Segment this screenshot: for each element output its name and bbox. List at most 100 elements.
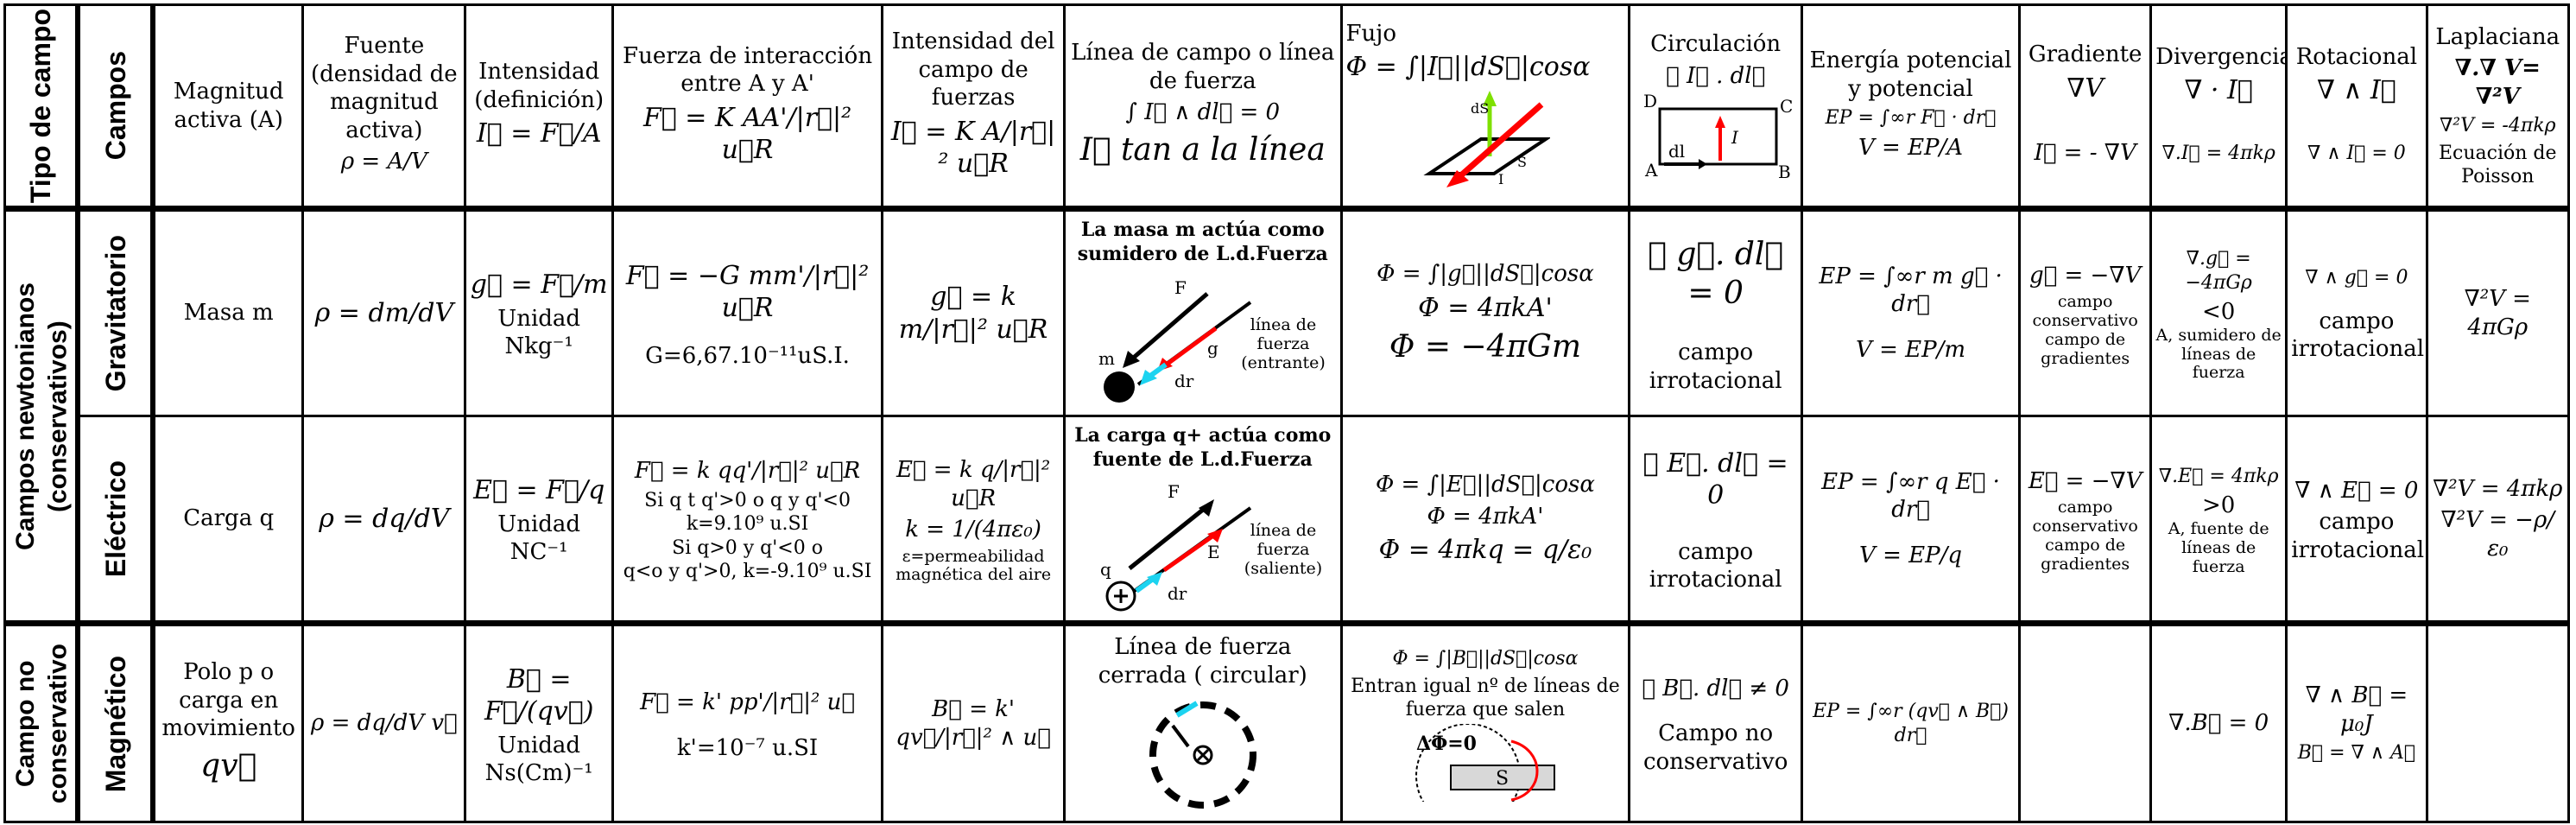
elec-laplaciana: ∇²V = 4πkρ∇²V = −ρ/ε₀: [2425, 415, 2571, 627]
grav-int-campo: g⃗ = k m/|r⃗|² u⃗R: [881, 207, 1066, 418]
mag-gradiente: [2018, 622, 2153, 824]
header-row: Tipo de campo Campos Magnitud activa (A)…: [3, 3, 2571, 213]
grav-linea: La masa m actúa como sumidero de L.d.Fue…: [1063, 207, 1343, 418]
i-label: I: [1498, 171, 1503, 187]
grav-laplaciana: ∇²V = 4πGρ: [2425, 207, 2571, 418]
force-arrowhead: [1198, 499, 1214, 517]
e-arrowhead: [1206, 529, 1223, 543]
header-rotacional: Rotacional∇ ∧ I⃗∇ ∧ I⃗ = 0: [2285, 3, 2428, 213]
mag-intensidad: B⃗ = F⃗/(qv⃗)Unidad Ns(Cm)⁻¹: [464, 622, 614, 824]
point-d: D: [1643, 93, 1657, 111]
row-gravitatorio: Campos newtonianos (conservativos) Gravi…: [3, 207, 2571, 627]
dl-label: dl: [1668, 141, 1685, 162]
cross-b: [1196, 749, 1209, 762]
mag-energia: EP = ∫∞r (qv⃗ ∧ B⃗) dr⃗: [1800, 622, 2022, 824]
point-c: C: [1780, 96, 1793, 117]
grav-fuente: ρ = dm/dV: [301, 207, 467, 418]
ds-arrowhead: [1482, 90, 1497, 106]
header-intensidad: Intensidad (definición)I⃗ = F⃗/A: [464, 3, 614, 213]
e-label: E: [1207, 542, 1220, 562]
delta-phi: ΔΦ=0: [1416, 733, 1477, 755]
circulation-diagram: A B C D dl I: [1643, 93, 1793, 180]
flux-diagram: dS S I: [1423, 90, 1550, 187]
q-label: q: [1100, 559, 1111, 580]
mag-laplaciana: [2425, 622, 2571, 824]
dr-arrowhead: [1146, 572, 1162, 587]
dr-arrowhead: [1139, 370, 1157, 386]
header-campos: Campos: [76, 3, 156, 213]
force-arrow: [1128, 505, 1209, 571]
dr-label: dr: [1174, 371, 1194, 391]
force-arrow: [1128, 292, 1209, 364]
mag-fuerza: F⃗ = k' pp'/|r⃗|² u⃗k'=10⁻⁷ u.SI: [611, 622, 884, 824]
ds-label: dS: [1471, 100, 1489, 117]
physics-fields-table: Tipo de campo Campos Magnitud activa (A)…: [3, 3, 2571, 824]
flux-arrow: [1453, 101, 1544, 183]
elec-magnitud: Carga q: [151, 415, 305, 627]
header-fuente: Fuente (densidad de magnitud activa)ρ = …: [301, 3, 467, 213]
elec-fuente: ρ = dq/dV: [301, 415, 467, 627]
mag-flujo: Φ = ∫|B⃗||dS⃗|cosα Entran igual nº de lí…: [1339, 622, 1631, 824]
dr-label: dr: [1168, 583, 1187, 604]
header-flujo: Fujo Φ = ∫|I⃗||dS⃗|cosα dS S I: [1339, 3, 1631, 213]
point-b: B: [1778, 162, 1791, 180]
mag-field-diagram: [1149, 701, 1256, 809]
mag-fuente: ρ = dq/dV v⃗: [301, 622, 467, 824]
header-circulacion: Circulación ∮ I⃗ . dl⃗ A B C D dl I: [1628, 3, 1803, 213]
b-arrow: [1175, 701, 1199, 718]
mag-linea: Línea de fuerza cerrada ( circular): [1063, 622, 1343, 824]
s-label: S: [1517, 154, 1527, 170]
e-arrow: [1162, 532, 1218, 573]
group-newtonianos: Campos newtonianos (conservativos): [3, 207, 81, 627]
header-linea: Línea de campo o línea de fuerza∫ I⃗ ∧ d…: [1063, 3, 1343, 213]
campo-magnetico: Magnético: [76, 622, 156, 824]
dl-arrowhead: [1698, 159, 1707, 170]
field-arc: [1510, 739, 1539, 802]
elec-linea: La carga q+ actúa como fuente de L.d.Fue…: [1063, 415, 1343, 627]
m-label: m: [1098, 348, 1115, 369]
mag-flux-diagram: ΔΦ=0 S: [1415, 723, 1555, 802]
line-label-box: línea de fuerza (entrante): [1241, 316, 1325, 372]
g-arrow: [1162, 327, 1218, 369]
campo-electrico: Eléctrico: [76, 415, 156, 627]
f-label: F: [1174, 277, 1187, 298]
header-tipo-campo: Tipo de campo: [3, 3, 81, 213]
header-divergencia: Divergencia∇ · I⃗∇.I⃗ = 4πkρ: [2149, 3, 2288, 213]
header-magnitud: Magnitud activa (A): [151, 3, 305, 213]
elec-energia: EP = ∫∞r q E⃗ · dr⃗V = EP/q: [1800, 415, 2022, 627]
mass-dot: [1103, 371, 1135, 403]
row-magnetico: Campo no conservativo Magnético Polo p o…: [3, 622, 2571, 824]
mag-int-campo: B⃗ = k' qv⃗/|r⃗|² ∧ u⃗: [881, 622, 1066, 824]
campo-gravitatorio: Gravitatorio: [76, 207, 156, 418]
grav-magnitud: Masa m: [151, 207, 305, 418]
force-arrowhead: [1122, 351, 1140, 369]
g-label: g: [1207, 338, 1218, 359]
elec-field-diagram: F E dr q línea de fuerza (saliente): [1100, 481, 1322, 612]
circuit-rect: [1658, 107, 1778, 166]
group-no-conservativo: Campo no conservativo: [3, 622, 81, 824]
header-fuerza: Fuerza de interacción entre A y A'F⃗ = K…: [611, 3, 884, 213]
f-label: F: [1168, 481, 1180, 502]
i-arrowhead: [1714, 116, 1725, 129]
surface-shape: [1423, 136, 1550, 175]
point-a: A: [1644, 160, 1658, 180]
line-label-box: línea de fuerza (saliente): [1244, 522, 1322, 578]
flux-arrowhead: [1446, 169, 1469, 187]
